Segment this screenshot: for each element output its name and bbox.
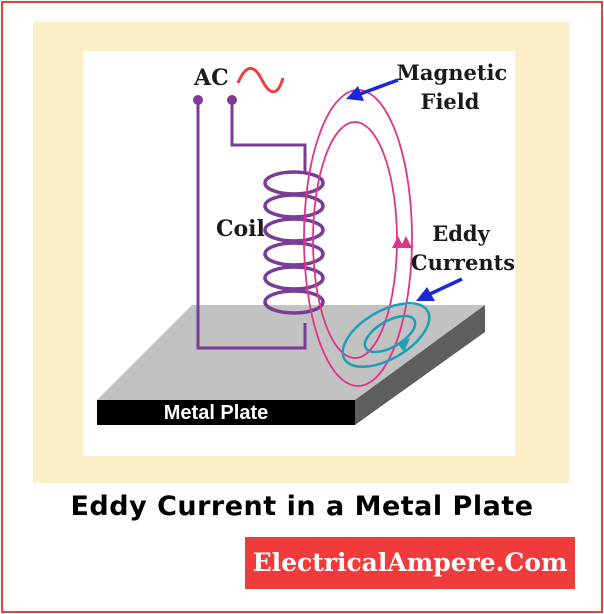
field-arrow-icon [392,236,404,248]
coil-label: Coil [216,216,265,242]
metal-plate-label: Metal Plate [164,402,268,424]
supply-wires [196,100,307,350]
eddy-currents-label: Currents [411,250,515,275]
field-arrow-icon [400,236,412,248]
wire-left [196,100,307,350]
magnetic-field-pointer-head [346,86,364,101]
eddy-loop-outer [341,302,431,368]
magnetic-field-label: Field [421,89,480,114]
eddy-current-loops [341,302,431,368]
eddy-currents-label: Eddy [432,221,490,246]
ac-terminal-right [227,95,237,105]
magnetic-field-label: Magnetic [397,60,508,85]
coil-turn [263,193,325,219]
figure-caption: Eddy Current in a Metal Plate [70,491,534,522]
metal-plate: Metal Plate [97,305,485,425]
plate-front-face [97,400,355,425]
ac-sine-icon [236,66,285,94]
ac-terminal-left [193,95,203,105]
ac-label: AC [193,65,229,91]
coil-turn [263,265,325,291]
magnetic-field-pointer-icon [359,78,399,96]
site-badge-text: ElectricalAmpere.Com [252,548,568,577]
site-badge: ElectricalAmpere.Com [245,537,575,589]
pointer-arrows [346,78,463,301]
eddy-arrow-icon [398,338,410,352]
plate-side-face [355,305,485,425]
coil-turn [263,217,325,243]
eddy-current-diagram: Metal Plate AC Coil Magnetic Fiel [83,51,515,456]
wire-right [230,100,307,172]
plate-top-face [97,305,485,400]
eddy-pointer-head [416,287,435,301]
eddy-loop-inner [363,314,417,354]
coil-turn [263,289,325,315]
coil-turn [263,241,325,267]
coil [263,170,325,315]
eddy-pointer-icon [429,277,463,296]
